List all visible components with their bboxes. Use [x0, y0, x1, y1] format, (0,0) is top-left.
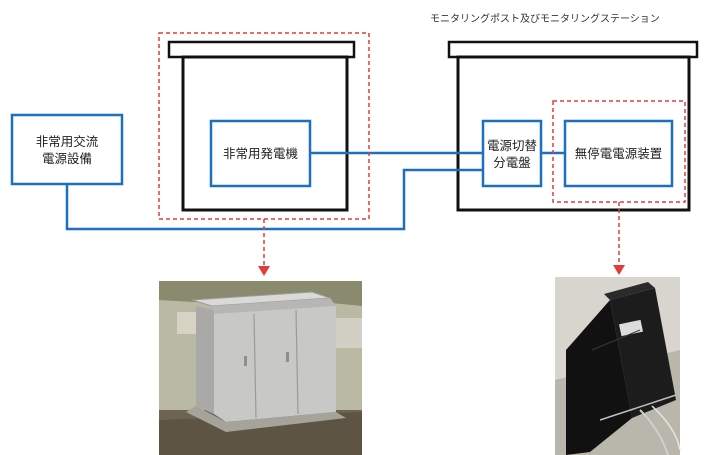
ups-highlight-frame — [552, 100, 686, 203]
generator-label: 非常用発電機 — [222, 146, 298, 161]
ups-label: 無停電電源装置 — [574, 146, 663, 161]
wire-ac-to-panel — [65, 168, 483, 231]
generator-box — [209, 119, 312, 188]
ac-power-box — [10, 113, 124, 186]
generator-arrow-head — [258, 266, 270, 276]
generator-enclosure-roof — [167, 40, 356, 59]
switch-panel-label: 電源切替 分電盤 — [486, 137, 537, 170]
ups-photo — [555, 277, 681, 455]
ac-power-label: 非常用交流 電源設備 — [35, 133, 99, 166]
ups-box — [563, 119, 674, 188]
station-caption: モニタリングポスト及びモニタリングステーション — [430, 14, 660, 25]
switch-panel-box — [481, 119, 543, 188]
ups-arrow-head — [613, 265, 625, 275]
generator-photo — [159, 281, 362, 455]
station-roof — [447, 40, 699, 59]
